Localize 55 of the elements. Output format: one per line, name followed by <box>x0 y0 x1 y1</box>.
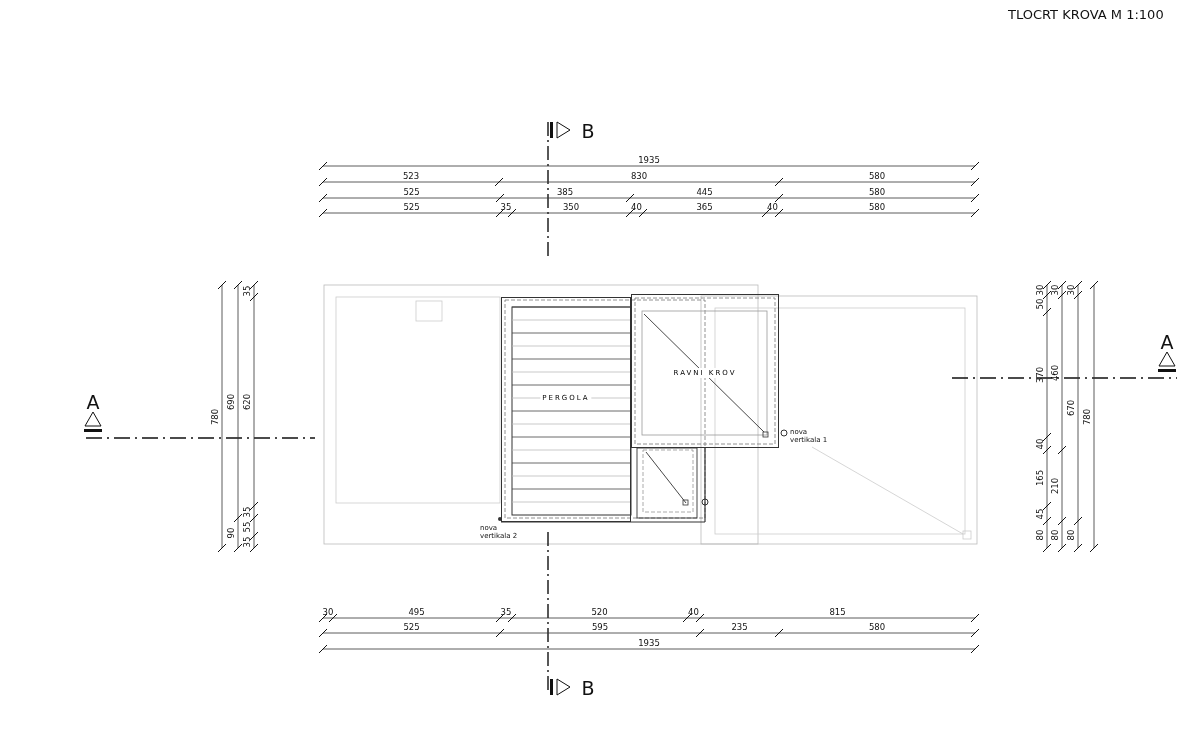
dimension-label: 30 <box>1050 284 1060 296</box>
dimension-label: 55 <box>242 521 252 533</box>
dimension-label: 580 <box>868 171 886 180</box>
dimension-label: 620 <box>242 393 252 410</box>
dimension-label: 520 <box>591 607 608 616</box>
dimension-label: 30 <box>1066 284 1076 296</box>
dimension-label: 595 <box>591 622 609 631</box>
section-letter: B <box>581 121 595 141</box>
dimension-label: 40 <box>767 202 778 211</box>
section-letter: A <box>86 392 100 412</box>
dimension-label: 80 <box>1035 529 1045 540</box>
section-letter: A <box>1160 332 1174 352</box>
dimension-label: 580 <box>868 622 886 631</box>
dimension-label: 385 <box>556 187 574 196</box>
dimension-label: 690 <box>226 393 236 410</box>
dimension-label: 40 <box>688 607 699 616</box>
dimension-label: 45 <box>1035 508 1045 519</box>
dimension-label: 365 <box>696 202 713 211</box>
dimension-label: 1935 <box>638 155 660 164</box>
dimension-label: 780 <box>1082 408 1092 425</box>
dimension-label: 1935 <box>638 638 660 647</box>
dimension-label: 525 <box>403 622 420 631</box>
roof-zone <box>501 297 631 522</box>
dimension-label: 35 <box>500 607 512 616</box>
dimension-label: 580 <box>868 202 886 211</box>
dimension-label: 35 <box>242 506 252 518</box>
dimension-label: 460 <box>1050 364 1060 381</box>
dimension-label: 780 <box>210 408 220 425</box>
dimension-label: 235 <box>731 622 748 631</box>
dimension-label: 830 <box>630 171 648 180</box>
dimension-label: 495 <box>408 607 425 616</box>
dimension-label: 525 <box>403 202 420 211</box>
roof-zone <box>631 294 779 448</box>
dimension-label: 40 <box>631 202 642 211</box>
dimension-label: 80 <box>1066 529 1076 540</box>
dimension-label: 50 <box>1035 298 1045 309</box>
dimension-label: 80 <box>1050 529 1060 540</box>
dimension-label: 580 <box>868 187 886 196</box>
dimension-label: 350 <box>562 202 580 211</box>
dimension-label: 525 <box>403 187 420 196</box>
dimension-label: 815 <box>829 607 846 616</box>
dimension-label: 523 <box>402 171 420 180</box>
dimension-label: 30 <box>1035 284 1045 296</box>
dimension-label: 90 <box>226 527 236 539</box>
dimension-label: 40 <box>1035 438 1045 449</box>
dimension-label: 30 <box>322 607 334 616</box>
drawing-title: TLOCRT KROVA M 1:100 <box>1008 8 1164 21</box>
dimension-label: 210 <box>1050 477 1060 494</box>
dimension-label: 165 <box>1035 469 1045 487</box>
dimension-label: 35 <box>500 202 512 211</box>
dimension-label: 445 <box>696 187 713 196</box>
dimension-label: 35 <box>242 285 252 297</box>
dimension-label: 670 <box>1066 399 1076 417</box>
dimension-label: 35 <box>242 536 252 548</box>
section-letter: B <box>581 678 595 698</box>
